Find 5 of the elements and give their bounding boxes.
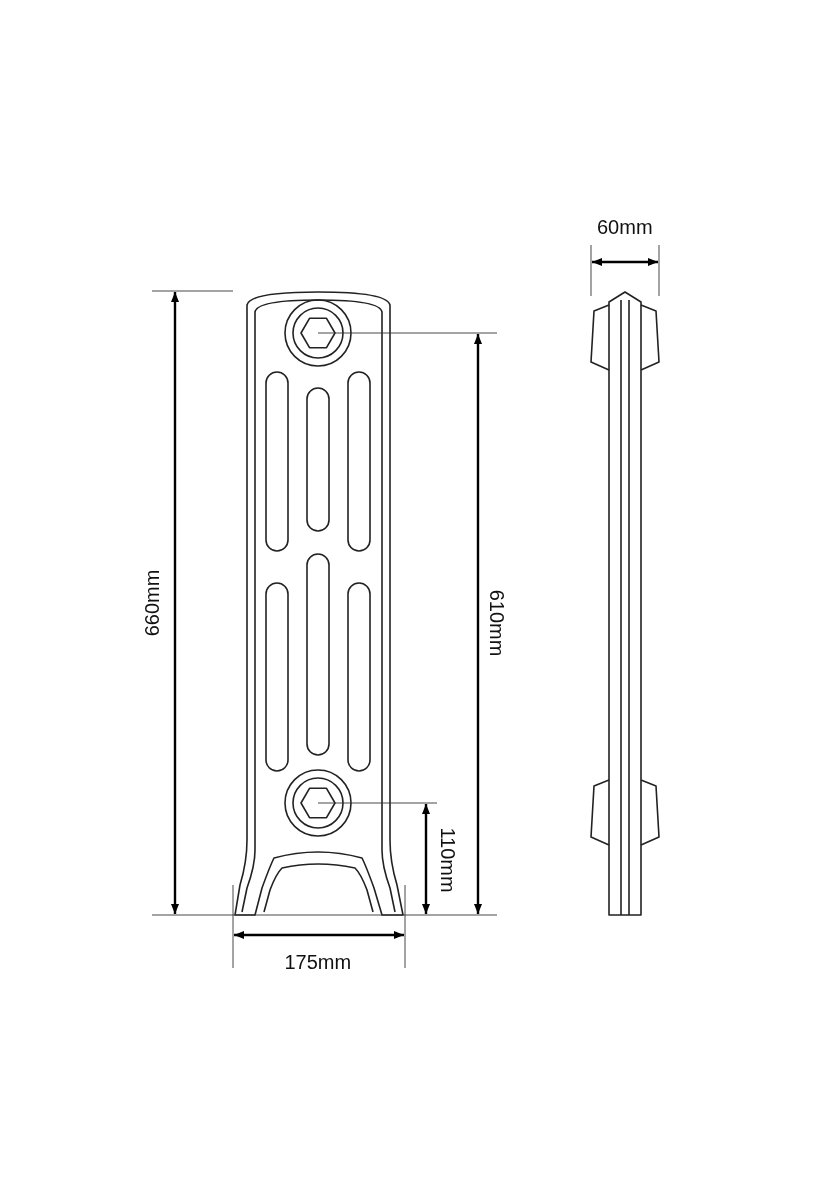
dimension-label: 660mm: [141, 569, 162, 637]
dimension-label: 175mm: [284, 952, 352, 972]
dimension-label: 60mm: [597, 217, 653, 237]
dimension-label: 610mm: [486, 589, 507, 657]
dimension-label: 110mm: [437, 827, 458, 893]
